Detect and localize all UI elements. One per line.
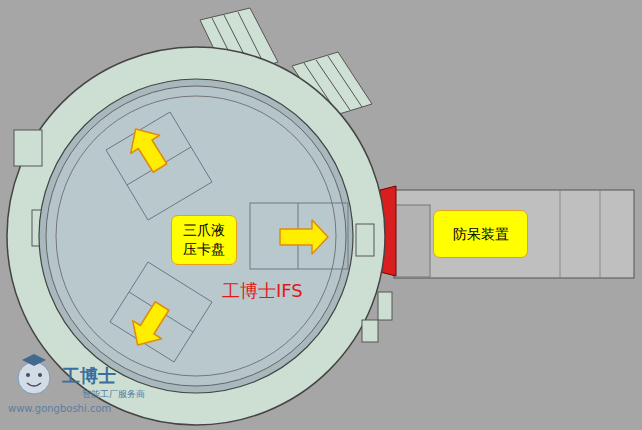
box-text: 三爪液压卡盘 — [180, 221, 228, 259]
label-box: 三爪液压卡盘 — [171, 215, 237, 265]
watermark-url: www.gongboshi.com — [8, 403, 111, 414]
box-text: 防呆装置 — [453, 225, 509, 244]
brand-text: 工博士IFS — [222, 279, 303, 303]
watermark-text: 智能工厂服务商 — [82, 388, 145, 401]
label-box: 防呆装置 — [433, 210, 528, 258]
watermark-text: 工博士 — [62, 364, 116, 388]
